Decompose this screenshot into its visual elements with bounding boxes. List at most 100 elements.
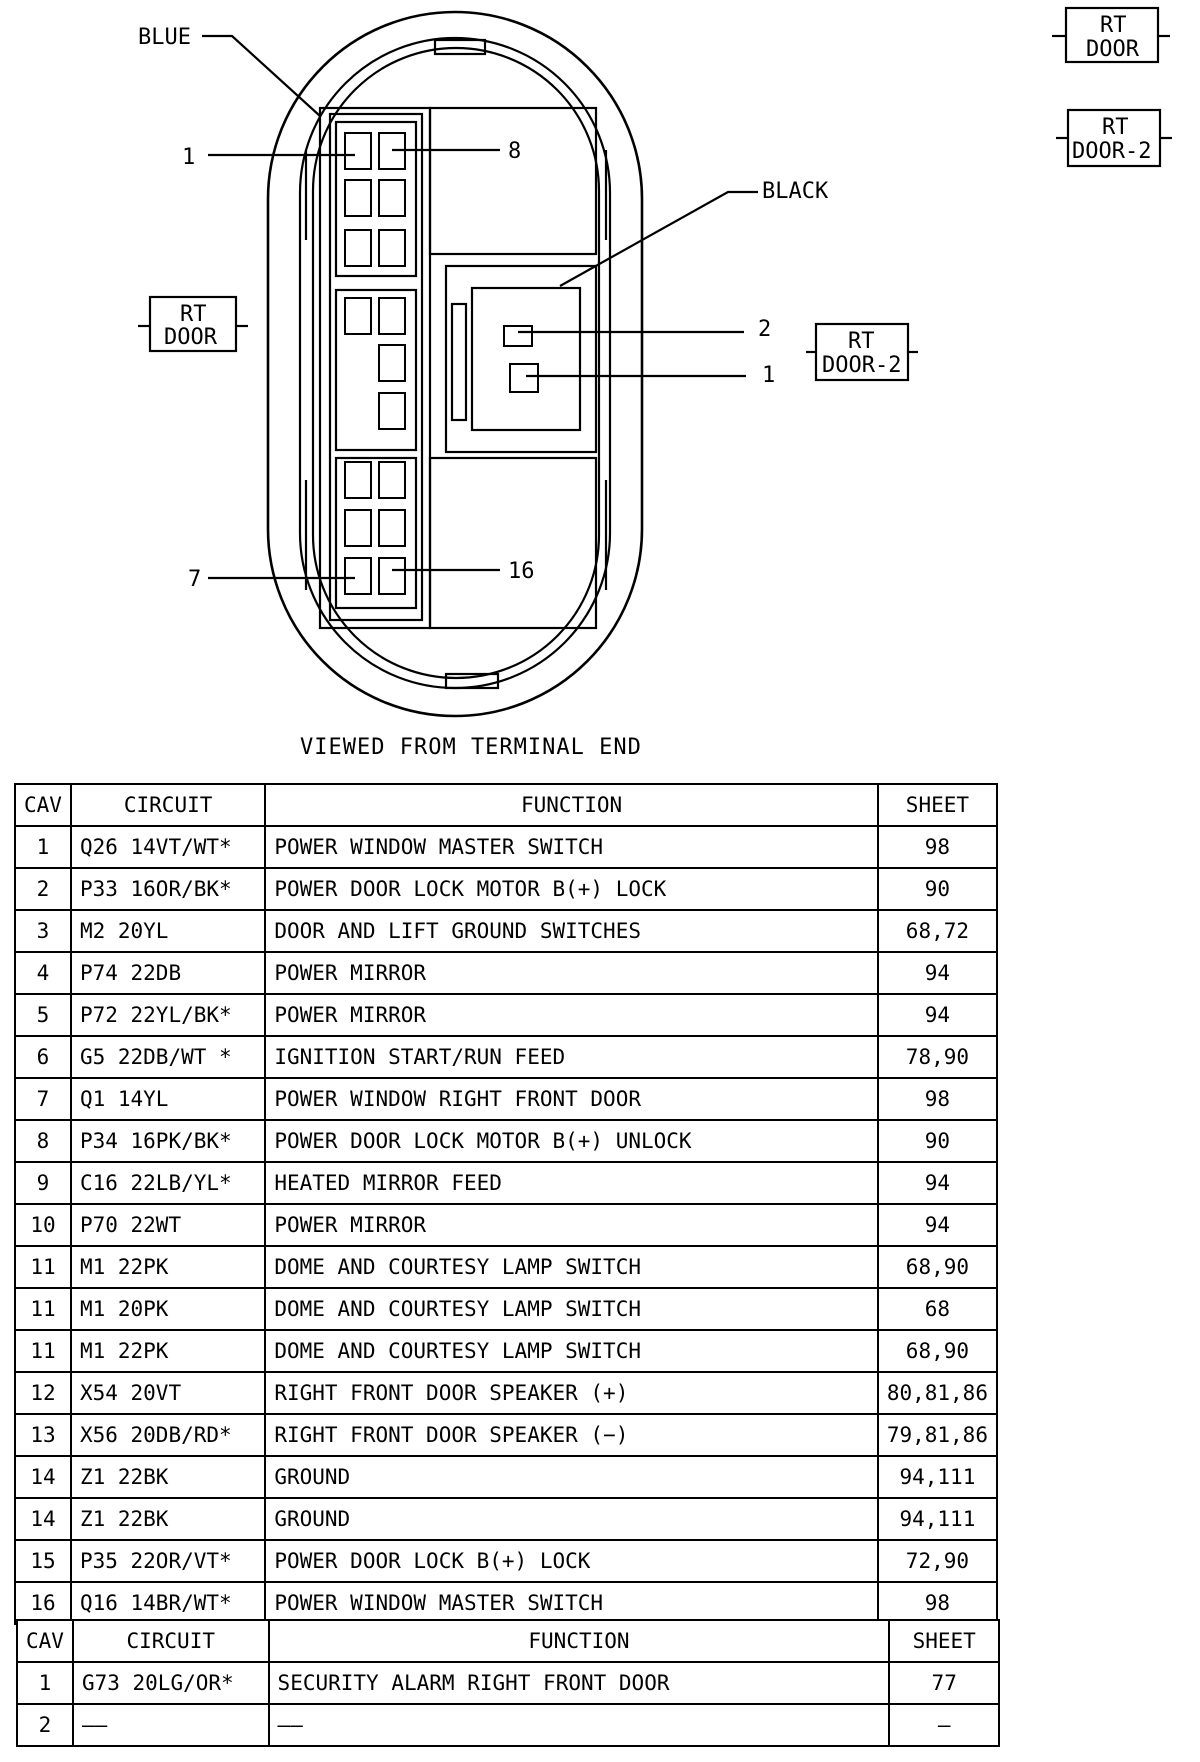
rt-door-tag-line2: DOOR	[164, 325, 218, 350]
pin-8-label: 8	[508, 139, 521, 164]
function-cell: DOME AND COURTESY LAMP SWITCH	[264, 1329, 879, 1373]
black-cavity-1	[509, 363, 539, 393]
circuit-cell: M1 22PK	[69, 1245, 267, 1289]
cav-cell: 10	[14, 1203, 72, 1247]
circuit-cell: P34 16PK/BK*	[69, 1119, 267, 1163]
blue-label: BLUE	[138, 25, 191, 50]
cav-cell: 11	[14, 1245, 72, 1289]
sheet-cell: 72,90	[876, 1539, 999, 1583]
cav-cell: 2	[16, 1703, 74, 1747]
black-insert-frame	[444, 264, 598, 454]
cav-cell: 6	[14, 1035, 72, 1079]
function-cell: ——	[267, 1703, 891, 1747]
rt-door2-tag-top-line1: RT	[1102, 115, 1129, 140]
blue-insert-outer	[318, 106, 432, 630]
header-function: FUNCTION	[267, 1619, 891, 1663]
function-cell: DOOR AND LIFT GROUND SWITCHES	[264, 909, 879, 953]
circuit-cell: M1 22PK	[69, 1329, 267, 1373]
cav-cell: 14	[14, 1455, 72, 1499]
rt-door2-tag-line2: DOOR-2	[822, 353, 901, 378]
circuit-cell: C16 22LB/YL*	[69, 1161, 267, 1205]
cav-cell: 15	[14, 1539, 72, 1583]
sheet-cell: 80,81,86	[876, 1371, 999, 1415]
blue-block-top	[334, 120, 418, 278]
blue-leader	[202, 34, 321, 117]
circuit-cell: M2 20YL	[69, 909, 267, 953]
cav-cell: 1	[16, 1661, 74, 1705]
pin-2b-label: 2	[758, 317, 771, 342]
function-cell: POWER DOOR LOCK MOTOR B(+) LOCK	[264, 867, 879, 911]
black-insert	[470, 286, 582, 432]
cav-cell: 16	[14, 1581, 72, 1625]
function-cell: POWER WINDOW MASTER SWITCH	[264, 1581, 879, 1625]
function-cell: SECURITY ALARM RIGHT FRONT DOOR	[267, 1661, 891, 1705]
circuit-cell: X56 20DB/RD*	[69, 1413, 267, 1457]
function-cell: POWER DOOR LOCK MOTOR B(+) UNLOCK	[264, 1119, 879, 1163]
pin-1-label: 1	[182, 145, 195, 170]
sheet-cell: 90	[876, 867, 999, 911]
header-sheet: SHEET	[888, 1619, 1000, 1663]
cav-cell: 9	[14, 1161, 72, 1205]
blue-insert	[328, 112, 424, 622]
sheet-cell: 98	[876, 1581, 999, 1625]
header-cav: CAV	[16, 1619, 74, 1663]
header-function: FUNCTION	[264, 783, 879, 827]
sheet-cell: 78,90	[876, 1035, 999, 1079]
pin-7-label: 7	[188, 567, 201, 592]
rt-door-tag-top-line2: DOOR	[1086, 37, 1140, 62]
function-cell: POWER WINDOW MASTER SWITCH	[264, 825, 879, 869]
view-caption: VIEWED FROM TERMINAL END	[300, 735, 642, 760]
pin-1b-label: 1	[762, 363, 775, 388]
circuit-cell: Q26 14VT/WT*	[69, 825, 267, 869]
connector-housing-inner2	[311, 46, 601, 680]
cav-cell: 4	[14, 951, 72, 995]
function-cell: RIGHT FRONT DOOR SPEAKER (−)	[264, 1413, 879, 1457]
blue-cavities	[344, 132, 406, 595]
sheet-cell: —	[888, 1703, 1000, 1747]
function-cell: POWER MIRROR	[264, 993, 879, 1037]
circuit-cell: G5 22DB/WT *	[69, 1035, 267, 1079]
cav-cell: 14	[14, 1497, 72, 1541]
function-cell: RIGHT FRONT DOOR SPEAKER (+)	[264, 1371, 879, 1415]
function-cell: POWER WINDOW RIGHT FRONT DOOR	[264, 1077, 879, 1121]
circuit-cell: P74 22DB	[69, 951, 267, 995]
cav-cell: 1	[14, 825, 72, 869]
sheet-cell: 94	[876, 993, 999, 1037]
cav-cell: 2	[14, 867, 72, 911]
sheet-cell: 79,81,86	[876, 1413, 999, 1457]
sheet-cell: 68,90	[876, 1245, 999, 1289]
black-insert-slot	[450, 302, 468, 422]
rt-door-tag-top: RT DOOR	[1052, 6, 1170, 64]
cav-cell: 11	[14, 1287, 72, 1331]
black-label: BLACK	[762, 179, 829, 204]
sheet-cell: 77	[888, 1661, 1000, 1705]
sheet-cell: 94,111	[876, 1455, 999, 1499]
circuit-cell: X54 20VT	[69, 1371, 267, 1415]
circuit-cell: P70 22WT	[69, 1203, 267, 1247]
rt-door2-tag-line1: RT	[848, 329, 875, 354]
blue-block-mid	[334, 288, 418, 452]
function-cell: IGNITION START/RUN FEED	[264, 1035, 879, 1079]
function-cell: DOME AND COURTESY LAMP SWITCH	[264, 1287, 879, 1331]
sheet-cell: 68,72	[876, 909, 999, 953]
function-cell: DOME AND COURTESY LAMP SWITCH	[264, 1245, 879, 1289]
circuit-cell: Q1 14YL	[69, 1077, 267, 1121]
table-row: 2—————	[16, 1703, 1000, 1747]
circuit-cell: M1 20PK	[69, 1287, 267, 1331]
table-header-row: CAV CIRCUIT FUNCTION SHEET	[16, 1619, 1000, 1663]
rt-door2-tag-top: RT DOOR-2	[1056, 108, 1172, 168]
circuit-cell: P33 16OR/BK*	[69, 867, 267, 911]
sheet-cell: 68,90	[876, 1329, 999, 1373]
